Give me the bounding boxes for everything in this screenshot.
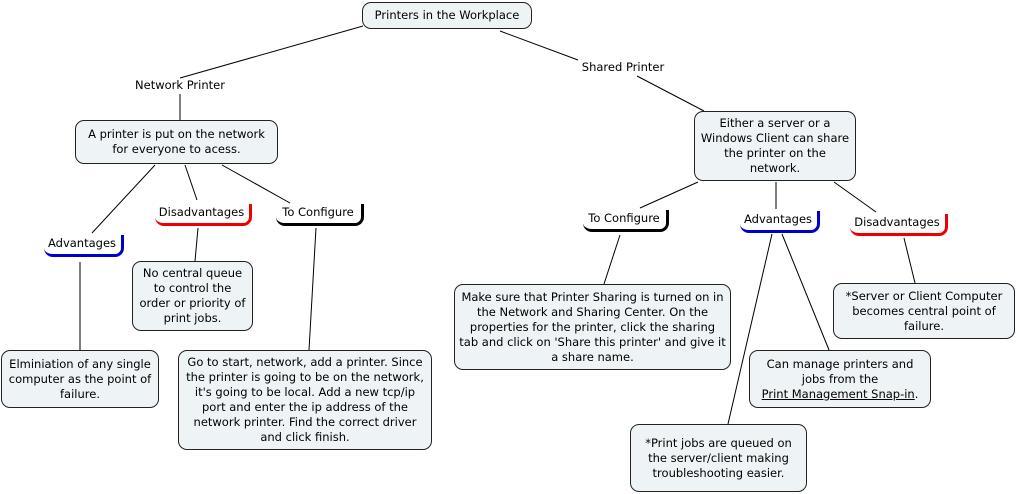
network-disadvantages-label: Disadvantages bbox=[155, 204, 252, 226]
network-printer-label: Network Printer bbox=[135, 78, 225, 92]
network-desc-text: A printer is put on the network for ever… bbox=[88, 127, 265, 156]
shared-advantage-2-text: *Print jobs are queued on the server/cli… bbox=[645, 435, 792, 480]
network-configure-label: To Configure bbox=[276, 204, 364, 226]
root-node-title: Printers in the Workplace bbox=[362, 2, 532, 29]
shared-printer-description: Either a server or a Windows Client can … bbox=[694, 111, 856, 181]
network-disadvantages-box: No central queue to control the order or… bbox=[132, 261, 253, 331]
network-printer-description: A printer is put on the network for ever… bbox=[75, 120, 278, 164]
network-configure-box: Go to start, network, add a printer. Sin… bbox=[178, 350, 432, 450]
network-advantages-box: Elminiation of any single computer as th… bbox=[1, 350, 159, 408]
link-desc-disadv bbox=[184, 164, 198, 201]
network-disadvantages-text: No central queue to control the order or… bbox=[139, 266, 246, 325]
root-title-text: Printers in the Workplace bbox=[374, 8, 520, 22]
shared-disadvantages-label: Disadvantages bbox=[850, 214, 948, 236]
link-sadv-box2 bbox=[727, 233, 773, 425]
link-config-box bbox=[308, 227, 317, 351]
link-sdesc-config bbox=[639, 181, 699, 209]
shared-printer-label: Shared Printer bbox=[581, 60, 665, 74]
shared-configure-box: Make sure that Printer Sharing is turned… bbox=[454, 284, 731, 370]
shared-configure-text: Make sure that Printer Sharing is turned… bbox=[459, 289, 726, 364]
link-desc-config bbox=[221, 164, 291, 204]
shared-disadvantages-text: *Server or Client Computer becomes centr… bbox=[845, 288, 1003, 333]
network-configure-text: Go to start, network, add a printer. Sin… bbox=[186, 355, 424, 444]
link-sadv-box1 bbox=[781, 233, 830, 351]
link-disadv-box bbox=[194, 227, 199, 262]
shared-advantages-label: Advantages bbox=[740, 211, 820, 233]
shared-advantage-1-text: Can manage printers and jobs from the Pr… bbox=[754, 357, 926, 402]
network-advantages-text: Elminiation of any single computer as th… bbox=[8, 356, 152, 401]
advantage-1-prefix: Can manage printers and jobs from the bbox=[766, 356, 914, 386]
print-management-snapin-link[interactable]: Print Management Snap-in bbox=[761, 386, 915, 401]
shared-desc-text: Either a server or a Windows Client can … bbox=[700, 116, 850, 175]
shared-advantage-box-2: *Print jobs are queued on the server/cli… bbox=[630, 424, 807, 492]
advantage-1-suffix: . bbox=[914, 386, 919, 401]
link-sdesc-disadv bbox=[833, 181, 877, 213]
link-desc-adv bbox=[91, 164, 156, 234]
link-sconfig-box bbox=[603, 234, 621, 285]
network-advantages-label: Advantages bbox=[44, 235, 124, 257]
link-root-shared bbox=[499, 30, 579, 61]
shared-disadvantages-box: *Server or Client Computer becomes centr… bbox=[833, 283, 1015, 339]
link-root-network bbox=[179, 25, 364, 79]
shared-configure-label: To Configure bbox=[583, 210, 669, 232]
link-shared-desc bbox=[636, 75, 705, 112]
shared-advantage-box-1: Can manage printers and jobs from the Pr… bbox=[749, 350, 931, 408]
link-sdisadv-box bbox=[903, 237, 916, 284]
